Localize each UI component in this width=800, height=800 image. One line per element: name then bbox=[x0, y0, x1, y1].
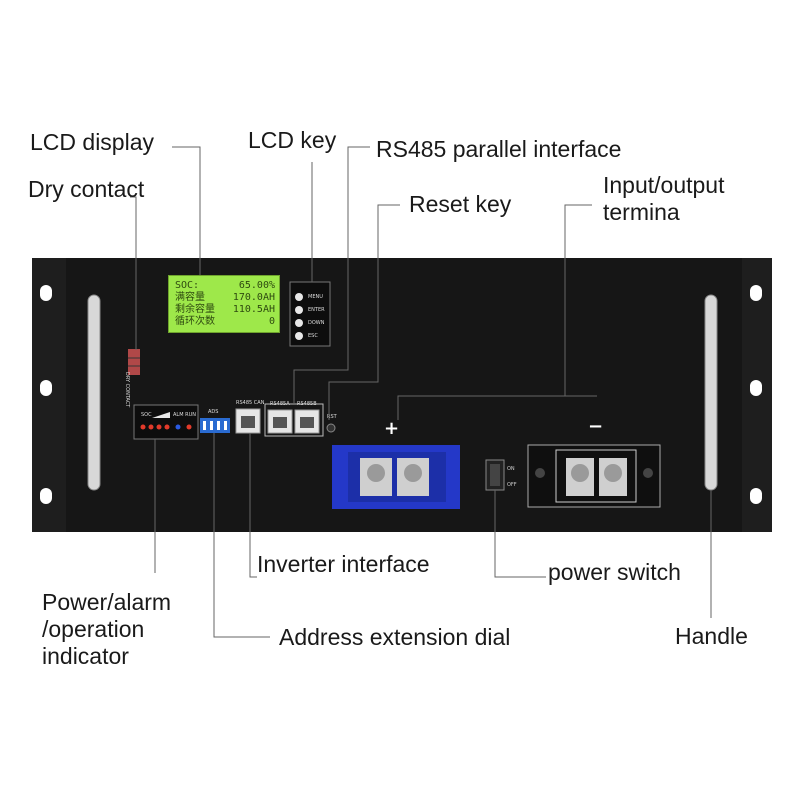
soc-led bbox=[156, 424, 162, 430]
soc-label: SOC bbox=[141, 412, 152, 418]
run-led bbox=[186, 424, 192, 430]
mount-slot bbox=[40, 380, 52, 396]
address-dial-switch[interactable] bbox=[200, 418, 230, 433]
callout-lcd-key: LCD key bbox=[248, 127, 337, 153]
rs485b-label: RS485B bbox=[297, 401, 317, 407]
switch-on-label: ON bbox=[507, 466, 515, 472]
key-button[interactable] bbox=[295, 306, 303, 314]
key-label-menu: MENU bbox=[308, 294, 323, 300]
key-button[interactable] bbox=[295, 293, 303, 301]
callout-dry-contact: Dry contact bbox=[28, 176, 145, 202]
alm-run-label: ALM RUN bbox=[173, 412, 196, 418]
callout-reset-key: Reset key bbox=[409, 191, 512, 217]
mount-slot bbox=[750, 488, 762, 504]
key-button[interactable] bbox=[295, 319, 303, 327]
mount-slot bbox=[40, 488, 52, 504]
plus-sign: + bbox=[384, 418, 400, 439]
minus-sign: − bbox=[588, 416, 604, 437]
dry-contact-port bbox=[128, 349, 140, 375]
callout-lcd-display: LCD display bbox=[30, 129, 154, 155]
callout-handle: Handle bbox=[675, 623, 748, 649]
reset-key[interactable] bbox=[326, 423, 336, 433]
key-label-esc: ESC bbox=[308, 333, 318, 339]
soc-led bbox=[140, 424, 146, 430]
soc-led bbox=[148, 424, 154, 430]
right-handle bbox=[704, 294, 718, 491]
rst-label: RST bbox=[327, 414, 337, 420]
soc-wedge bbox=[152, 412, 170, 418]
key-label-enter: ENTER bbox=[308, 307, 325, 313]
dry-contact-label: DRY CONTACT bbox=[124, 372, 130, 408]
callout-address-dial: Address extension dial bbox=[279, 624, 511, 650]
mount-slot bbox=[40, 285, 52, 301]
callout-rs485: RS485 parallel interface bbox=[376, 136, 622, 162]
callout-inverter: Inverter interface bbox=[257, 551, 430, 577]
rs485-port-group bbox=[264, 403, 324, 437]
callout-indicator: Power/alarm /operation indicator bbox=[42, 589, 172, 669]
indicator-block bbox=[133, 404, 199, 440]
alarm-led bbox=[175, 424, 181, 430]
key-label-down: DOWN bbox=[308, 320, 325, 326]
ads-label: ADS bbox=[208, 409, 219, 415]
switch-off-label: OFF bbox=[507, 482, 517, 488]
mount-slot bbox=[750, 285, 762, 301]
callout-power-switch: power switch bbox=[548, 559, 681, 585]
key-button[interactable] bbox=[295, 332, 303, 340]
left-handle bbox=[87, 294, 101, 491]
rs485a-label: RS485A bbox=[270, 401, 290, 407]
rs485-can-label: RS485 CAN bbox=[236, 400, 265, 406]
mount-slot bbox=[750, 380, 762, 396]
callout-io-terminal: Input/output termina bbox=[603, 172, 725, 225]
lcd-row: SOC:65.00% bbox=[175, 280, 275, 291]
soc-led bbox=[164, 424, 170, 430]
